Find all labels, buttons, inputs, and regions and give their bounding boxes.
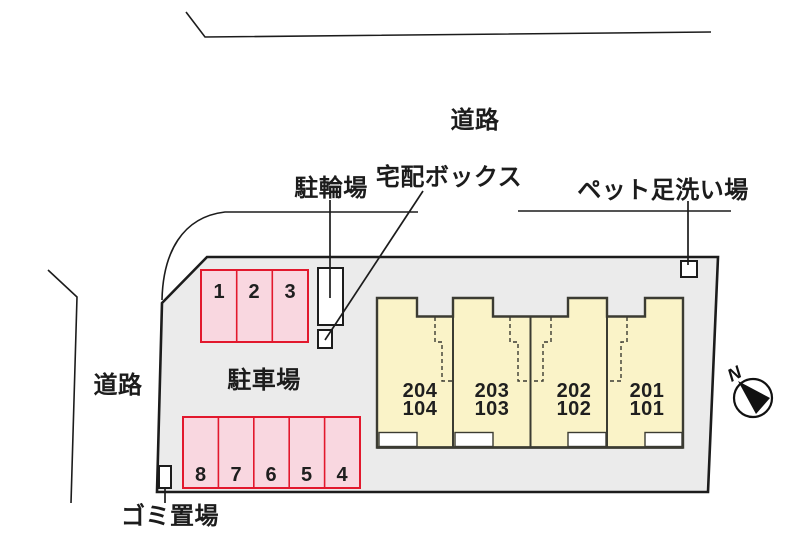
delivery-leader-line xyxy=(324,190,424,341)
road-edge-left xyxy=(47,269,78,504)
parking-stall-number: 1 xyxy=(213,281,224,303)
unit-entrance-porch xyxy=(644,431,683,448)
upper-parking-block: 1 2 3 xyxy=(200,269,309,343)
lower-parking-area xyxy=(182,416,361,489)
road-edge-top xyxy=(185,11,712,38)
bicycle-parking-label: 駐輪場 xyxy=(294,174,368,202)
delivery-box-label: 宅配ボックス xyxy=(376,163,522,191)
road-top-label: 道路 xyxy=(451,106,500,134)
unit-number: 204 xyxy=(403,380,438,402)
unit-number: 101 xyxy=(630,398,665,420)
unit-number: 203 xyxy=(475,380,510,402)
unit-number: 201 xyxy=(630,380,665,402)
lower-parking-block: 8 7 6 5 4 xyxy=(182,416,361,489)
unit-interior-dashed-line xyxy=(607,317,628,382)
pet-foot-wash-label: ペット足洗い場 xyxy=(577,177,749,204)
unit-number-labels: 204 104 203 103 202 102 201 101 xyxy=(403,380,665,420)
garbage-area-label: ゴミ置場 xyxy=(121,502,219,530)
unit-entrance-porch xyxy=(378,431,418,448)
parking-stall-number: 3 xyxy=(284,281,295,303)
unit-interior-dashed-line xyxy=(530,317,552,382)
unit-entrance-porch xyxy=(454,431,494,448)
parking-stall-number: 6 xyxy=(265,464,276,486)
parking-stall-number: 8 xyxy=(195,464,206,486)
road-curb-curve xyxy=(161,211,418,301)
unit-interior-dashed-line xyxy=(509,317,531,382)
unit-number: 102 xyxy=(557,398,592,420)
parking-stall-number: 7 xyxy=(230,464,241,486)
road-edges xyxy=(47,11,731,504)
unit-number: 202 xyxy=(557,380,592,402)
unit-interior-dashed-line xyxy=(434,317,453,382)
leader-lines xyxy=(164,190,689,503)
compass-needle xyxy=(738,381,770,414)
unit-number: 104 xyxy=(403,398,438,420)
building: 204 104 203 103 202 102 201 101 xyxy=(375,296,685,449)
upper-parking-area xyxy=(200,269,309,343)
pet-foot-wash-box xyxy=(680,260,698,278)
road-left-label: 道路 xyxy=(94,371,143,399)
parking-stall-number: 4 xyxy=(336,464,348,486)
text-labels: 道路 道路 駐輪場 宅配ボックス ペット足洗い場 駐車場 ゴミ置場 xyxy=(94,106,749,530)
car-parking-label: 駐車場 xyxy=(227,366,301,394)
garbage-box xyxy=(158,465,172,489)
unit-entrance-porch xyxy=(567,431,607,448)
compass: N xyxy=(724,361,774,419)
parking-stall-number: 2 xyxy=(248,281,259,303)
unit-number: 103 xyxy=(475,398,510,420)
parking-stall-number: 5 xyxy=(301,464,312,486)
